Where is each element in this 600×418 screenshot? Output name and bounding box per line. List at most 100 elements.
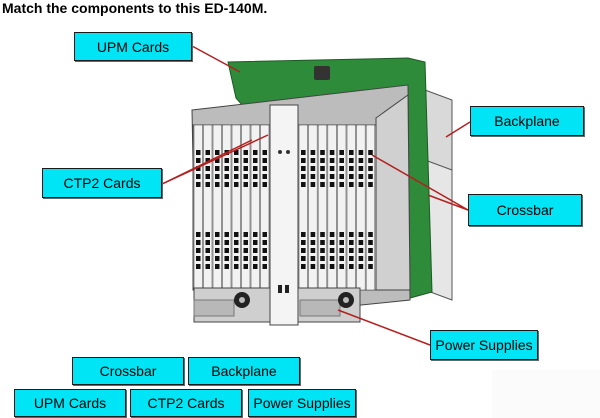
- port-connector: [234, 150, 239, 155]
- port-connector: [243, 232, 248, 237]
- placed-label-upm-cards[interactable]: UPM Cards: [74, 32, 192, 61]
- port-connector: [301, 174, 306, 179]
- port-connector: [215, 240, 220, 245]
- leader-backplane: [445, 121, 471, 138]
- port-connector: [310, 232, 316, 237]
- port-connector: [253, 248, 258, 253]
- port-connector: [329, 256, 335, 261]
- port-connector: [329, 174, 335, 179]
- port-connector: [253, 174, 258, 179]
- leader-crossbar-a: [427, 194, 469, 211]
- port-connector: [196, 232, 201, 237]
- port-connector: [358, 182, 364, 187]
- port-connector: [196, 174, 201, 179]
- empty-drop-area: [492, 370, 600, 418]
- port-connector: [310, 166, 316, 171]
- backplane-connector: [314, 66, 330, 80]
- port-connector: [358, 158, 364, 163]
- port-connector: [358, 256, 364, 261]
- port-connector: [205, 150, 210, 155]
- port-connector: [329, 240, 335, 245]
- center-latch-1: [278, 285, 282, 293]
- port-connector: [368, 150, 373, 155]
- port-connector: [215, 158, 220, 163]
- port-connector: [224, 256, 229, 261]
- port-connector: [368, 182, 373, 187]
- port-connector: [320, 182, 325, 187]
- port-connector: [262, 182, 267, 187]
- port-connector: [234, 174, 239, 179]
- port-connector: [320, 256, 325, 261]
- port-connector: [196, 248, 201, 253]
- port-connector: [339, 174, 344, 179]
- port-connector: [215, 166, 220, 171]
- power-supply-left: [193, 287, 271, 323]
- port-connector: [253, 256, 258, 261]
- placed-label-crossbar[interactable]: Crossbar: [468, 194, 582, 226]
- port-connector: [234, 158, 239, 163]
- port-connector: [349, 256, 354, 261]
- port-connector: [224, 264, 229, 269]
- port-connector: [253, 232, 258, 237]
- port-connector: [320, 232, 325, 237]
- port-connector: [205, 256, 210, 261]
- port-connector: [349, 166, 354, 171]
- port-connector: [301, 150, 306, 155]
- port-connector: [358, 248, 364, 253]
- port-connector: [234, 256, 239, 261]
- port-connector: [358, 232, 364, 237]
- port-connector: [224, 248, 229, 253]
- port-connector: [339, 158, 344, 163]
- port-connector: [310, 182, 316, 187]
- placed-label-backplane[interactable]: Backplane: [470, 106, 584, 136]
- port-connector: [349, 182, 354, 187]
- port-connector: [368, 240, 373, 245]
- bank-item-upm-cards[interactable]: UPM Cards: [14, 389, 126, 417]
- port-connector: [310, 256, 316, 261]
- placed-label-ctp2-cards[interactable]: CTP2 Cards: [42, 168, 162, 198]
- port-connector: [243, 174, 248, 179]
- port-connector: [368, 256, 373, 261]
- port-connector: [349, 150, 354, 155]
- port-connector: [320, 248, 325, 253]
- port-connector: [320, 264, 325, 269]
- port-connector: [358, 240, 364, 245]
- port-connector: [215, 150, 220, 155]
- port-connector: [262, 256, 267, 261]
- port-connector: [349, 264, 354, 269]
- port-connector: [301, 240, 306, 245]
- port-connector: [215, 256, 220, 261]
- chassis-right-face: [375, 94, 411, 291]
- port-connector: [224, 232, 229, 237]
- port-connector: [320, 240, 325, 245]
- port-connector: [253, 182, 258, 187]
- port-connector: [368, 232, 373, 237]
- port-connector: [301, 264, 306, 269]
- port-connector: [329, 150, 335, 155]
- port-card: [365, 124, 376, 291]
- bank-item-crossbar[interactable]: Crossbar: [72, 357, 184, 385]
- bank-item-backplane[interactable]: Backplane: [188, 357, 300, 385]
- port-connector: [301, 248, 306, 253]
- port-connector: [339, 248, 344, 253]
- bank-item-ctp2-cards[interactable]: CTP2 Cards: [130, 389, 242, 417]
- port-connector: [196, 256, 201, 261]
- placed-label-power-supplies[interactable]: Power Supplies: [430, 330, 538, 360]
- port-connector: [262, 232, 267, 237]
- port-connector: [205, 166, 210, 171]
- bank-item-power-supplies[interactable]: Power Supplies: [248, 389, 356, 417]
- port-connector: [196, 182, 201, 187]
- port-connector: [253, 166, 258, 171]
- port-connector: [339, 232, 344, 237]
- port-connector: [368, 158, 373, 163]
- port-connector: [224, 240, 229, 245]
- leader-ctp2-b: [159, 139, 253, 186]
- port-connector: [243, 264, 248, 269]
- port-connector: [358, 174, 364, 179]
- port-connector: [196, 158, 201, 163]
- port-connector: [310, 150, 316, 155]
- port-connector: [196, 264, 201, 269]
- port-connector: [234, 166, 239, 171]
- port-connector: [196, 240, 201, 245]
- port-connector: [243, 240, 248, 245]
